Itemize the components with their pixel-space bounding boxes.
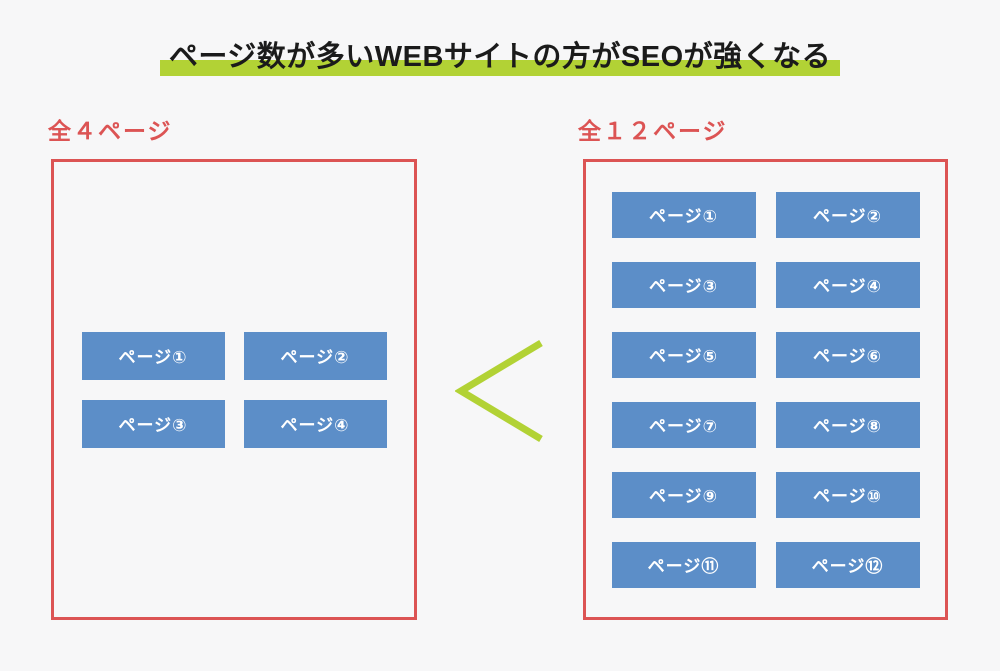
left-site-frame: ページ① ページ② ページ③ ページ④ xyxy=(51,159,417,620)
page-block: ページ⑨ xyxy=(611,471,756,518)
right-site-page-grid: ページ① ページ② ページ③ ページ④ ページ⑤ ページ⑥ ページ⑦ ページ⑧ ページ⑨ ページ⑩… xyxy=(611,191,920,588)
page-title-text: ページ数が多いWEBサイトの方がSEOが強くなる xyxy=(159,38,841,78)
page-block: ページ③ xyxy=(611,261,756,308)
page-block: ページ⑩ xyxy=(775,471,920,518)
page-block: ページ② xyxy=(775,191,920,238)
page-block: ページ⑫ xyxy=(775,541,920,588)
page-block: ページ④ xyxy=(243,399,387,448)
left-site-page-grid: ページ① ページ② ページ③ ページ④ xyxy=(81,331,387,448)
page-block: ページ① xyxy=(611,191,756,238)
page-block: ページ⑪ xyxy=(611,541,756,588)
left-site-label: 全４ページ xyxy=(48,118,173,144)
page-block: ページ⑤ xyxy=(611,331,756,378)
page-block: ページ⑦ xyxy=(611,401,756,448)
page-block: ページ① xyxy=(81,331,225,380)
page-block: ページ② xyxy=(243,331,387,380)
right-site-frame: ページ① ページ② ページ③ ページ④ ページ⑤ ページ⑥ ページ⑦ ページ⑧ ページ⑨ ページ⑩… xyxy=(583,159,948,620)
page-block: ページ⑧ xyxy=(775,401,920,448)
right-site-label: 全１２ページ xyxy=(578,118,728,144)
page-block: ページ③ xyxy=(81,399,225,448)
page-block: ページ④ xyxy=(775,261,920,308)
less-than-icon xyxy=(455,339,543,443)
page-block: ページ⑥ xyxy=(775,331,920,378)
page-title: ページ数が多いWEBサイトの方がSEOが強くなる xyxy=(0,38,1000,78)
